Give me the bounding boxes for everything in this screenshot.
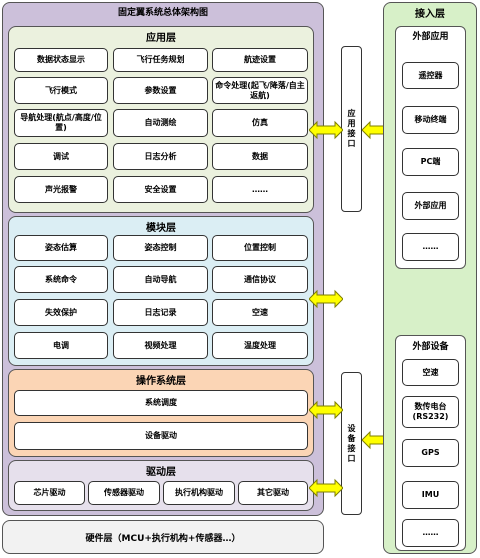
hardware-layer-title: 硬件层（MCU+执行机构+传感器…） [85,533,241,544]
device-interface-box: 设备接口 [341,372,362,515]
double-arrow-icon [309,289,343,309]
app-layer-title: 应用层 [146,33,176,44]
airspeed-module-box: 空速 [212,299,308,326]
external-devices-more-box: …… [402,519,459,547]
esc-box: 电调 [14,332,108,359]
system-command-box: 系统命令 [14,266,108,293]
data-status-display-box: 数据状态显示 [14,48,108,72]
hardware-layer: 硬件层（MCU+执行机构+传感器…） [2,520,324,554]
failsafe-box: 失效保护 [14,299,108,326]
main-title: 固定翼系统总体架构图 [117,8,208,18]
external-application-box: 外部应用 [402,192,459,220]
remote-controller-box: 遥控器 [402,62,459,89]
other-driver-box: 其它驱动 [238,481,308,505]
airspeed-device-box: 空速 [402,359,459,386]
auto-mapping-box: 自动测绘 [113,109,208,137]
flight-mode-box: 飞行模式 [14,77,108,104]
command-processing-box: 命令处理(起飞/降落/自主返航) [212,77,308,104]
parameter-settings-box: 参数设置 [113,77,208,104]
access-layer-title: 接入层 [415,9,445,20]
pc-client-box: PC端 [402,148,459,176]
data-box: 数据 [212,143,308,170]
app-more-box: …… [212,176,308,203]
auto-navigation-box: 自动导航 [113,266,208,293]
route-settings-box: 航迹设置 [212,48,308,72]
attitude-estimation-box: 姿态估算 [14,235,108,261]
gps-box: GPS [402,439,459,467]
log-analysis-box: 日志分析 [113,143,208,170]
os-layer-title: 操作系统层 [136,376,186,387]
temperature-processing-box: 温度处理 [212,332,308,359]
position-control-box: 位置控制 [212,235,308,261]
flight-mission-planning-box: 飞行任务规划 [113,48,208,72]
app-interface-box: 应用接口 [341,46,362,212]
video-processing-box: 视频处理 [113,332,208,359]
actuator-driver-box: 执行机构驱动 [163,481,235,505]
double-arrow-icon [309,478,343,498]
system-scheduling-box: 系统调度 [14,390,308,416]
navigation-processing-box: 导航处理(航点/高度/位置) [14,109,108,137]
external-apps-title: 外部应用 [412,32,449,42]
device-interface-label: 设备接口 [347,423,356,464]
double-arrow-icon [309,120,343,140]
simulation-box: 仿真 [212,109,308,137]
logging-box: 日志记录 [113,299,208,326]
double-arrow-icon [309,400,343,420]
radio-rs232-box: 数传电台(RS232) [402,396,459,428]
driver-layer-title: 驱动层 [146,467,176,478]
communication-protocol-box: 通信协议 [212,266,308,293]
module-layer-title: 模块层 [146,223,176,234]
device-driver-box: 设备驱动 [14,422,308,450]
attitude-control-box: 姿态控制 [113,235,208,261]
chip-driver-box: 芯片驱动 [14,481,85,505]
app-interface-label: 应用接口 [347,109,356,149]
sensor-driver-box: 传感器驱动 [88,481,160,505]
external-devices-title: 外部设备 [412,342,449,352]
imu-box: IMU [402,481,459,509]
debug-box: 调试 [14,143,108,170]
sound-light-alarm-box: 声光报警 [14,176,108,203]
safety-settings-box: 安全设置 [113,176,208,203]
mobile-terminal-box: 移动终端 [402,106,459,134]
external-apps-more-box: …… [402,233,459,261]
